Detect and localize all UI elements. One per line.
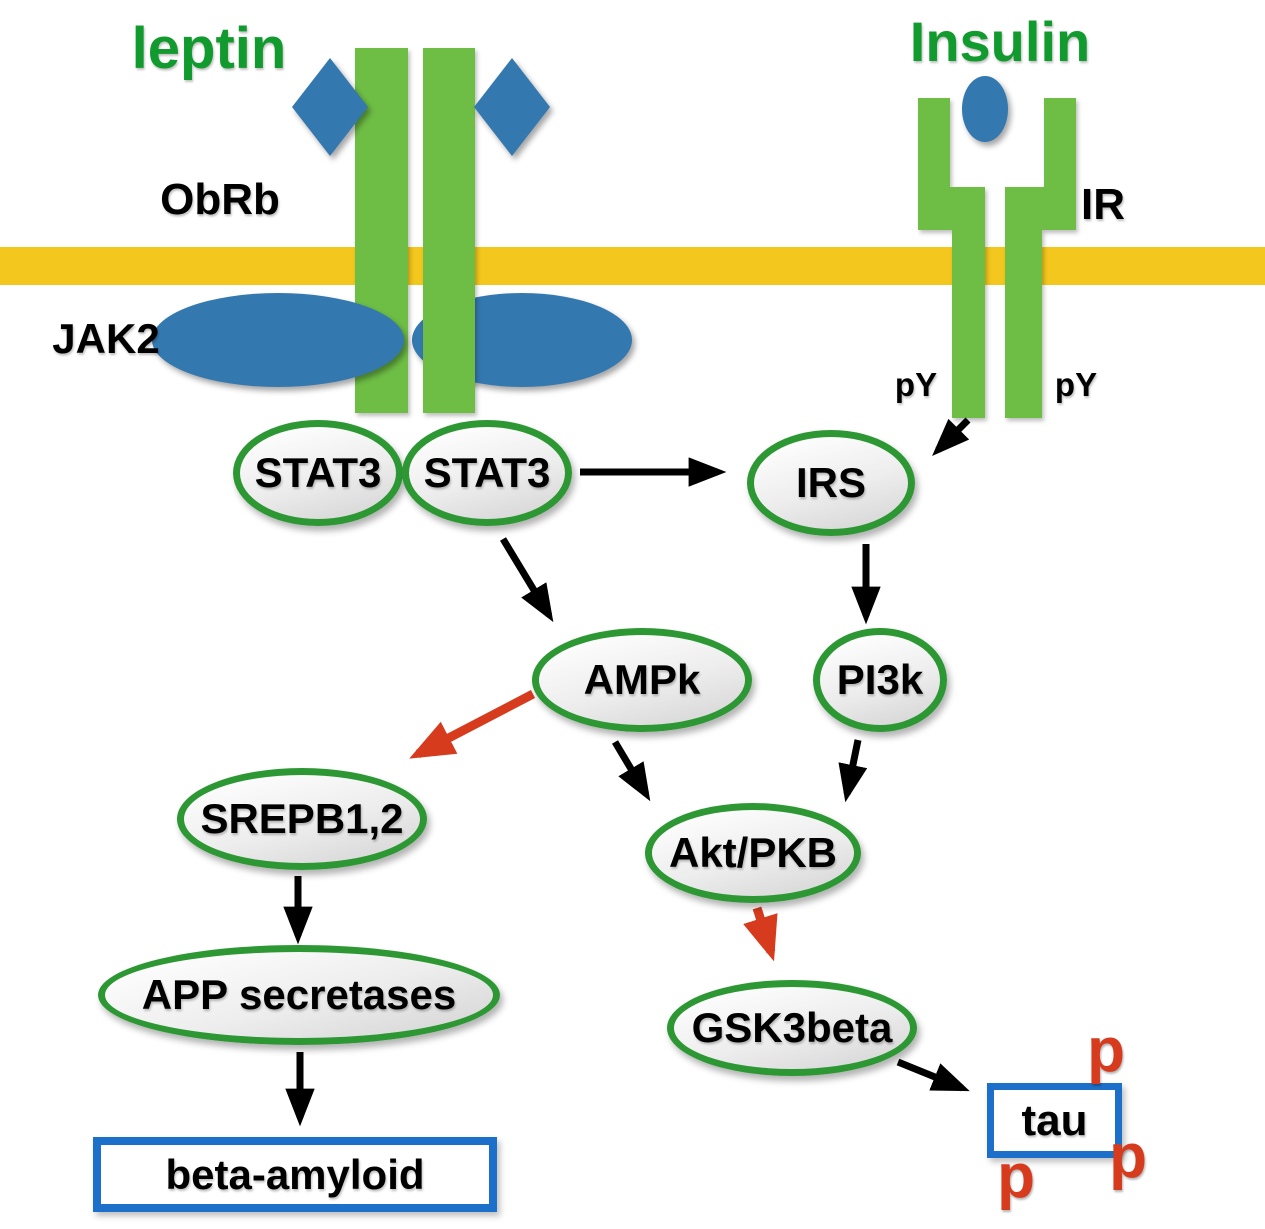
leptin-ligand-diamond-right (474, 58, 550, 156)
node-app-secretases: APP secretases (98, 945, 500, 1045)
node-stat3-right: STAT3 (402, 420, 572, 526)
node-irs: IRS (747, 430, 915, 536)
insulin-ligand-circle (962, 76, 1008, 142)
obrb-receptor-bar-right (423, 48, 475, 413)
node-gsk3beta: GSK3beta (667, 980, 917, 1076)
insulin-receptor-subunit-left (918, 98, 985, 418)
node-akt-pkb: Akt/PKB (645, 803, 861, 903)
arrow-pi3k-to-aktpkb (838, 739, 868, 803)
node-pi3k: PI3k (813, 628, 947, 732)
arrow-gsk3beta-to-tau (896, 1058, 970, 1092)
arrow-ir-to-irs (932, 417, 971, 456)
py-label-right: pY (1054, 366, 1098, 403)
ir-receptor-label: IR (1081, 180, 1125, 229)
phospho-p-bottom: p (997, 1142, 1035, 1211)
arrow-ampk-to-aktpkb (611, 740, 651, 802)
jak2-label: JAK2 (52, 315, 160, 362)
insulin-receptor-subunit-right (1005, 98, 1076, 418)
arrow-aktpkb-to-gsk3beta-red (743, 906, 778, 962)
cell-membrane (0, 247, 1265, 285)
leptin-label: leptin (131, 16, 287, 81)
tau-box: tau (987, 1083, 1122, 1158)
jak2-ellipse-left (152, 293, 404, 387)
beta-amyloid-box: beta-amyloid (93, 1137, 497, 1212)
phospho-p-right: p (1109, 1122, 1147, 1191)
leptin-ligand-diamond-left (292, 58, 368, 156)
node-ampk: AMPk (532, 628, 752, 732)
obrb-receptor-label: ObRb (160, 175, 280, 224)
phospho-p-top: p (1087, 1016, 1125, 1085)
py-label-left: pY (894, 366, 938, 403)
arrow-ampk-to-srepb-red (409, 690, 536, 759)
node-stat3-left: STAT3 (233, 420, 403, 526)
insulin-label: Insulin (909, 10, 1091, 73)
arrow-stat3-to-ampk (500, 537, 554, 623)
node-srepb: SREPB1,2 (177, 768, 427, 870)
